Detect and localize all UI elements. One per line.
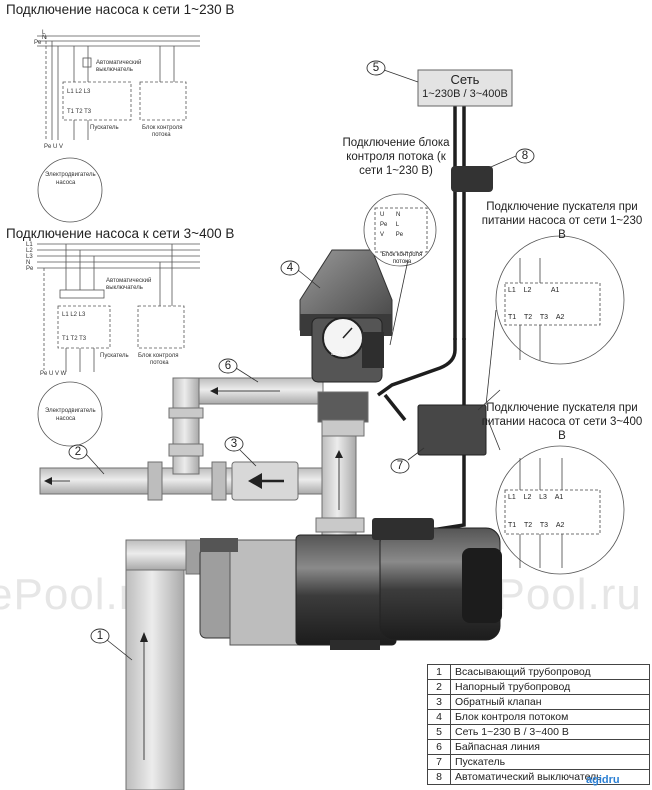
- callout-5: 5: [372, 62, 380, 74]
- svg-text:выключатель: выключатель: [96, 67, 133, 73]
- starter-400-title: Подключение пускателя при питании насоса…: [481, 402, 643, 442]
- watermark-small: agidru: [586, 774, 620, 786]
- callout-2: 2: [74, 446, 82, 458]
- svg-text:Блок контроля: Блок контроля: [138, 353, 178, 359]
- callout-3: 3: [230, 438, 238, 450]
- svg-text:Автоматический: Автоматический: [106, 277, 151, 284]
- callout-6: 6: [224, 360, 232, 372]
- svg-text:Pe U V W: Pe U V W: [40, 371, 67, 377]
- svg-text:насоса: насоса: [56, 180, 76, 186]
- svg-text:потока: потока: [150, 360, 169, 366]
- starter-230-top-terms: L1 L2 A1: [508, 287, 560, 294]
- svg-text:выключатель: выключатель: [106, 285, 143, 291]
- title-single-phase: Подключение насоса к сети 1~230 В: [6, 2, 235, 17]
- flow-controller: [299, 249, 393, 383]
- callout-1: 1: [96, 630, 104, 642]
- network-box: [417, 69, 513, 107]
- svg-text:T1 T2 T3: T1 T2 T3: [67, 109, 92, 115]
- callout-4: 4: [286, 262, 294, 274]
- network-voltage: 1~230В / 3~400В: [422, 88, 508, 100]
- pump-motor: [199, 518, 502, 650]
- flow-detail: [363, 193, 437, 267]
- starter-detail-400: [495, 445, 625, 575]
- svg-text:L3: L3: [26, 254, 33, 260]
- number-callouts: [68, 60, 535, 644]
- network-label: Сеть: [450, 72, 480, 87]
- starter-400-bottom-terms: T1 T2 T3 A2: [508, 522, 565, 529]
- svg-text:L: L: [42, 30, 46, 36]
- svg-text:Электродвигатель: Электродвигатель: [45, 172, 96, 178]
- schematic-three-phase: [37, 243, 200, 447]
- svg-text:Pe: Pe: [26, 266, 34, 272]
- arrows: [44, 387, 343, 760]
- callout-8: 8: [521, 150, 529, 162]
- flow-block-caption: Блок контроля потока: [381, 252, 423, 265]
- svg-text:насоса: насоса: [56, 416, 76, 422]
- callout-7: 7: [396, 460, 404, 472]
- svg-text:L1 L2 L3: L1 L2 L3: [67, 89, 91, 95]
- svg-text:T1 T2 T3: T1 T2 T3: [62, 336, 87, 342]
- svg-text:L2: L2: [26, 248, 33, 254]
- title-three-phase: Подключение насоса к сети 3~400 В: [6, 226, 235, 241]
- svg-text:Pe: Pe: [34, 40, 42, 46]
- starter-400-top-terms: L1 L2 L3 A1: [508, 494, 564, 501]
- starter-box: [417, 404, 487, 456]
- svg-text:Электродвигатель: Электродвигатель: [45, 408, 96, 414]
- flow-block-connection-title: Подключение блока контроля потока (к сет…: [342, 137, 450, 177]
- svg-text:потока: потока: [152, 132, 171, 138]
- svg-text:L1: L1: [26, 242, 33, 248]
- svg-text:Пускатель: Пускатель: [90, 125, 119, 131]
- starter-230-bottom-terms: T1 T2 T3 A2: [508, 314, 565, 321]
- svg-text:Pe U V: Pe U V: [44, 144, 63, 150]
- espa-logo: ESPA: [331, 351, 347, 357]
- svg-text:N: N: [26, 260, 30, 266]
- svg-text:Блок контроля: Блок контроля: [142, 125, 182, 131]
- schematic-single-phase: [37, 35, 200, 223]
- breaker-unit: [451, 166, 493, 192]
- starter-230-title: Подключение пускателя при питании насоса…: [481, 201, 643, 241]
- pipes: [39, 377, 369, 790]
- starter-detail-230: [495, 235, 625, 365]
- svg-text:L1 L2 L3: L1 L2 L3: [62, 312, 86, 318]
- svg-text:Пускатель: Пускатель: [100, 353, 129, 359]
- svg-text:Автоматический: Автоматический: [96, 59, 141, 66]
- svg-text:N: N: [42, 35, 46, 41]
